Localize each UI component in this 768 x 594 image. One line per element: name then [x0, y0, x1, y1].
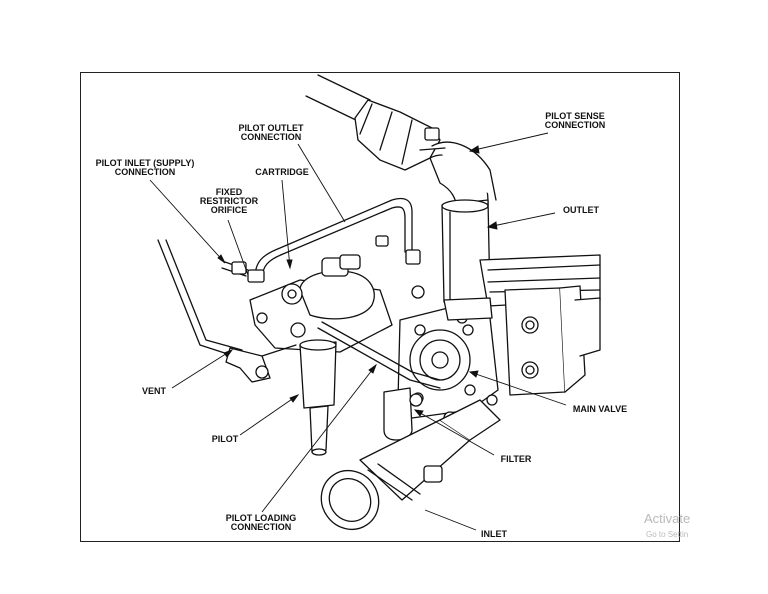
label-pilot: PILOT: [211, 434, 239, 444]
vent-tubing: [157, 239, 297, 383]
inlet-pipe: [320, 399, 501, 531]
main-valve: [397, 285, 499, 425]
watermark-activate: Activate: [644, 511, 691, 526]
label-pilot-sense-connection: PILOT SENSE CONNECTION: [544, 111, 606, 130]
filter: [383, 387, 423, 441]
pilot-body: [231, 235, 421, 456]
diagram-frame: [80, 72, 680, 542]
label-cartridge: CARTRIDGE: [255, 167, 309, 177]
label-pilot-loading-connection: PILOT LOADING CONNECTION: [225, 513, 297, 532]
main-body-pipe: [479, 254, 601, 396]
leader-lines: [149, 132, 567, 531]
label-fixed-restrictor-orifice: FIXED RESTRICTOR ORIFICE: [199, 187, 259, 215]
pilot-loading-tubing: [317, 321, 441, 389]
label-pilot-outlet-connection: PILOT OUTLET CONNECTION: [238, 123, 304, 142]
outlet-pipe: [305, 74, 497, 303]
label-outlet: OUTLET: [563, 205, 599, 215]
label-inlet: INLET: [481, 529, 507, 539]
label-main-valve: MAIN VALVE: [572, 404, 628, 414]
label-pilot-inlet-supply-connection: PILOT INLET (SUPPLY) CONNECTION: [95, 158, 195, 177]
label-vent: VENT: [141, 386, 166, 396]
label-filter: FILTER: [500, 454, 532, 464]
watermark-go-to-settings: Go to Settin: [646, 530, 689, 539]
